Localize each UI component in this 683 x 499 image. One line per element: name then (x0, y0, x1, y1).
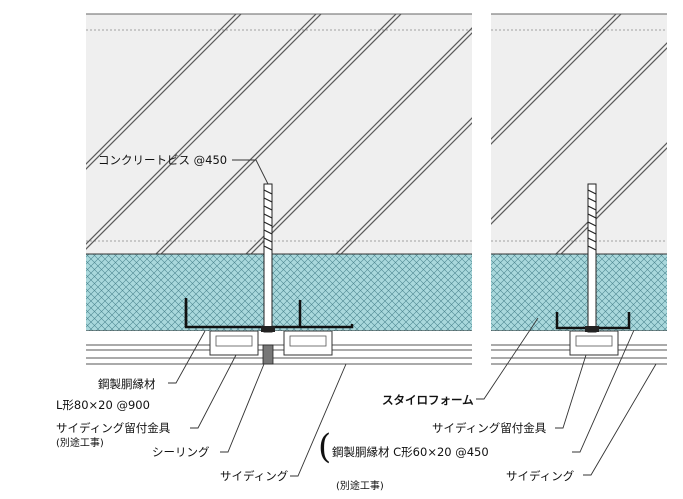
label-furring-name: 鋼製胴縁材 (98, 377, 156, 391)
siding-clip-right (569, 330, 619, 356)
concrete-wall-left (86, 14, 472, 254)
leader-lines (168, 159, 657, 477)
label-sealing: シーリング (152, 445, 210, 459)
label-concrete-screw: コンクリートビス @450 (98, 153, 228, 167)
label-siding-clip-left: サイディング留付金具 (56, 421, 171, 435)
label-siding-left: サイディング (220, 469, 289, 483)
sealing-joint (262, 344, 274, 365)
right-section (491, 13, 667, 365)
label-furring-spec: L形80×20 @900 (56, 398, 150, 412)
label-styrofoam: スタイロフォーム (382, 393, 474, 407)
left-section (86, 13, 472, 365)
furring-gap-left (86, 331, 472, 345)
siding-clip-left-2 (283, 330, 333, 356)
label-furring-right: 鋼製胴縁材 C形60×20 @450 (332, 445, 489, 459)
concrete-screw-right (585, 183, 599, 333)
siding-left (86, 344, 472, 365)
siding-clip-left-1 (209, 330, 259, 356)
label-furring-right-note: (別途工事) (336, 481, 384, 492)
concrete-hatch-left (86, 14, 472, 254)
paren-bracket: ( (318, 427, 332, 467)
label-siding-clip-right: サイディング留付金具 (432, 421, 547, 435)
label-siding-right: サイディング (506, 469, 575, 483)
label-clip-left-note: (別途工事) (56, 438, 104, 449)
concrete-wall-right (491, 14, 667, 254)
